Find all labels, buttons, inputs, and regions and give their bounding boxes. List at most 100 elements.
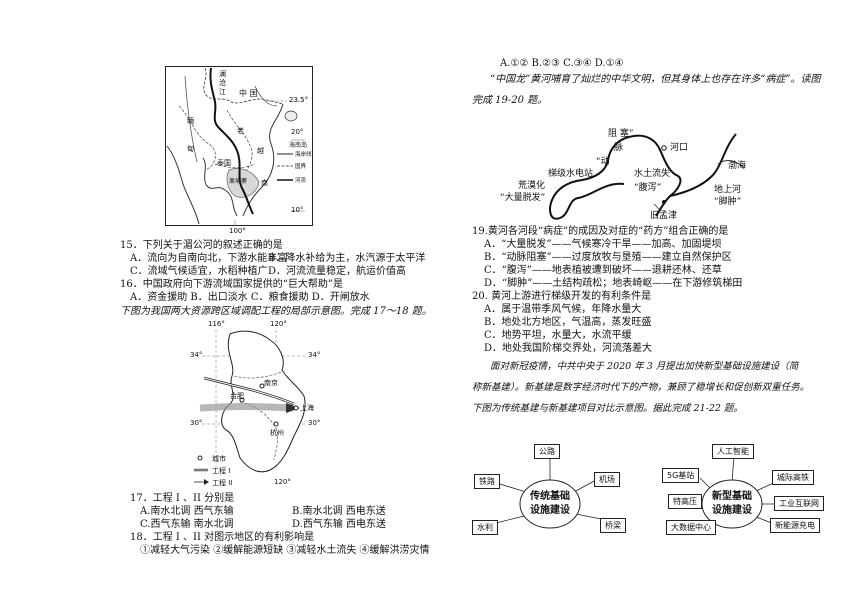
map1-label-china: 中 国 <box>239 89 258 98</box>
river-label-tijishui: 梯级水电站 <box>548 169 594 179</box>
east-china-map: 116° 120° 34° 34° 南京 合肥 上海 30° 30° 杭州 城市… <box>190 320 330 488</box>
new-item-industrial-internet: 工业互联网 <box>774 496 824 511</box>
map1-label-thailand: 泰国 <box>217 159 231 167</box>
map2-label-shanghai: 上海 <box>300 404 314 412</box>
map1-label-yue: 越 <box>257 147 264 155</box>
trad-item-airport: 机场 <box>594 472 620 487</box>
q17-option-d: D.西气东输 西电东送 <box>292 519 387 530</box>
map2-label-hangzhou: 杭州 <box>270 429 284 437</box>
trad-item-bridge: 桥梁 <box>600 518 626 533</box>
river-label-jiumengjin: 旧孟津 <box>650 211 678 221</box>
new-center-line1: 新型基础 <box>712 491 752 502</box>
trad-item-railway: 铁路 <box>474 474 500 489</box>
new-center-line2: 设施建设 <box>712 505 752 516</box>
river-label-dishang: 地上河 <box>714 185 742 195</box>
q19-stem: 19.黄河各河段“病症”的成因及对症的“药方”组合正确的是 <box>472 226 729 237</box>
q19-option-d: D．“脚肿”——土结构疏松；地表崎岖——在下游修筑梯田 <box>484 278 743 289</box>
new-item-big-data: 大数据中心 <box>666 520 716 535</box>
new-item-intercity-rail: 城际高铁 <box>772 470 814 485</box>
trad-center-line2: 设施建设 <box>530 505 570 516</box>
map2-label-lat34-right: 34° <box>308 351 321 359</box>
map1-label-river: 澜 沧 江 <box>219 70 226 96</box>
trad-center-label: 传统基础 设施建设 <box>524 490 576 518</box>
map2-legend-project1: 工程 I <box>212 467 231 475</box>
new-item-5g: 5G基站 <box>662 468 700 483</box>
q17-option-a: A.南水北调 西气东输 <box>140 506 234 517</box>
map2-label-lon120-bottom: 120° <box>274 478 291 486</box>
intro-21-22-line2: 称新基建）。新基建是数字经济时代下的产物，兼顾了稳增长和促创新双重任务。 <box>472 382 810 393</box>
yellow-river-diagram: 阻 塞” 脉 “动 河口 梯级水电站 水土流失 渤海 荒漠化 “腹泻” 地上河 … <box>474 118 774 222</box>
infrastructure-diagram: 传统基础 设施建设 新型基础 设施建设 .box { position:abso… <box>470 440 830 545</box>
q20-stem: 20. 黄河上游进行梯级开发的有利条件是 <box>472 291 652 302</box>
mekong-map-drawing <box>165 66 313 226</box>
q20-option-d: D．地处我国阶梯交界处，河流落差大 <box>484 343 653 354</box>
map2-label-lon116: 116° <box>208 320 225 328</box>
q17-stem: 17．工程 I 、II 分别是 <box>130 493 235 504</box>
map1-label-nan: 南 <box>261 179 268 187</box>
q20-option-a: A．属于温带季风气候，年降水量大 <box>484 304 642 315</box>
new-center-label: 新型基础 设施建设 <box>706 490 758 518</box>
east-china-map-drawing <box>194 330 306 485</box>
map1-label-lao: 老 <box>237 127 244 135</box>
intro-19-20-line1: “中国龙”黄河哺育了灿烂的中华文明，但其身体上也存在许多“病症”。读图 <box>490 74 821 85</box>
map2-label-hefei: 合肥 <box>230 392 244 400</box>
river-label-bohai: 渤海 <box>728 161 747 171</box>
q17-option-c: C.西气东输 南水北调 <box>140 519 234 530</box>
trad-item-water: 水利 <box>472 520 498 535</box>
intro-21-22-line1: 面对新冠疫情，中共中央于 2020 年 3 月提出加快新型基础设施建设（简 <box>490 361 799 372</box>
map2-label-nanjing: 南京 <box>264 379 278 387</box>
map2-legend-city: 城市 <box>212 455 226 463</box>
q15-option-a: A．流向为自南向北，下游水能丰富 <box>130 253 288 264</box>
q17-option-b: B.南水北调 西电东送 <box>292 506 386 517</box>
river-label-shuitu: 水土流失 <box>634 169 671 179</box>
map1-legend-border: 国界 <box>295 164 307 170</box>
q18-options: ①减轻大气污染 ②缓解能源短缺 ③减轻水土流失 ④缓解洪涝灾情 <box>140 545 430 556</box>
q15-option-b: B．降水补给为主，水汽源于太平洋 <box>268 253 426 264</box>
map2-label-lat30-right: 30° <box>308 419 321 427</box>
map1-label-lat20: 20° <box>291 128 304 136</box>
map1-legend-river: 河流 <box>295 178 307 184</box>
river-label-dong: “动 <box>596 157 610 167</box>
map1-label-dian: 甸 <box>187 145 194 153</box>
q18-stem: 18．工程 I 、II 对图示地区的有利影响是 <box>130 532 315 543</box>
river-label-huangmo: 荒漠化 <box>518 181 546 191</box>
map2-label-lon120: 120° <box>270 320 287 328</box>
map1-legend-coast: 海岸线 <box>295 152 312 158</box>
q19-option-b: B．“动脉阻塞”——过度放牧与垦殖——建立自然保护区 <box>484 252 732 263</box>
intro-17-18: 下图为我国两大资源跨区域调配工程的局部示意图。完成 17～18 题。 <box>120 306 432 317</box>
intro-21-22-line3: 下图为传统基建与新基建项目对比示意图。据此完成 21-22 题。 <box>472 403 743 414</box>
trad-center-line1: 传统基础 <box>530 491 570 502</box>
intro-19-20-line2: 完成 19-20 题。 <box>472 95 548 106</box>
map1-label-myanmar: 缅 <box>187 117 194 125</box>
map2-label-lat30-left: 30° <box>190 419 203 427</box>
river-label-fuxie: “腹泻” <box>634 183 662 193</box>
map2-legend-project2: 工程 II <box>212 479 233 487</box>
map1-label-lat10: 10° <box>291 206 304 214</box>
new-item-ev-charging: 新能源充电 <box>770 518 820 533</box>
yellow-river-drawing <box>549 133 745 220</box>
new-item-ai: 人工智能 <box>712 444 754 459</box>
q19-option-c: C．“腹泻”——地表植被遭到破坏——退耕还林、还草 <box>484 265 722 276</box>
river-label-tuofa: “大量脱发” <box>500 193 546 203</box>
q20-option-c: C．地势平坦，水量大，水流平缓 <box>484 330 632 341</box>
river-label-mai: 脉 <box>614 143 624 153</box>
map1-label-lon100: 100° <box>229 227 246 235</box>
infrastructure-connectors <box>491 455 794 529</box>
trad-item-road: 公路 <box>534 444 560 459</box>
q15-option-c: C．流域气候适宜，水稻种植广 <box>130 266 268 277</box>
q19-option-a: A．“大量脱发”——气候寒冷干旱——加高、加固堤坝 <box>484 239 722 250</box>
q15-stem: 15．下列关于湄公河的叙述正确的是 <box>120 240 283 251</box>
river-label-zuse: 阻 塞” <box>608 129 634 139</box>
map2-label-lat34-left: 34° <box>190 351 203 359</box>
map1-label-lat23: 23.5° <box>289 96 309 104</box>
q18-answer-options: A.①② B.②③ C.③④ D.①④ <box>500 58 624 69</box>
q15-option-d: D．河流流量稳定，航运价值高 <box>268 266 407 277</box>
river-label-jiaozhong: “脚肿” <box>714 197 742 207</box>
map1-label-cambodia: 柬埔寨 <box>229 178 248 185</box>
q20-option-b: B．地处北方地区，气温高，蒸发旺盛 <box>484 317 652 328</box>
q16-options: A．资金援助 B．出口淡水 C．粮食援助 D．开闸放水 <box>130 292 370 303</box>
q16-stem: 16．中国政府向下游流域国家提供的“巨大帮助”是 <box>120 279 343 290</box>
new-item-uhv: 特高压 <box>668 494 702 509</box>
map1-label-hainan: 海南岛 <box>289 142 308 149</box>
mekong-map: 中 国 澜 沧 江 23.5° 海南岛 缅 甸 老 20° 泰国 柬埔寨 越 南… <box>165 66 313 235</box>
